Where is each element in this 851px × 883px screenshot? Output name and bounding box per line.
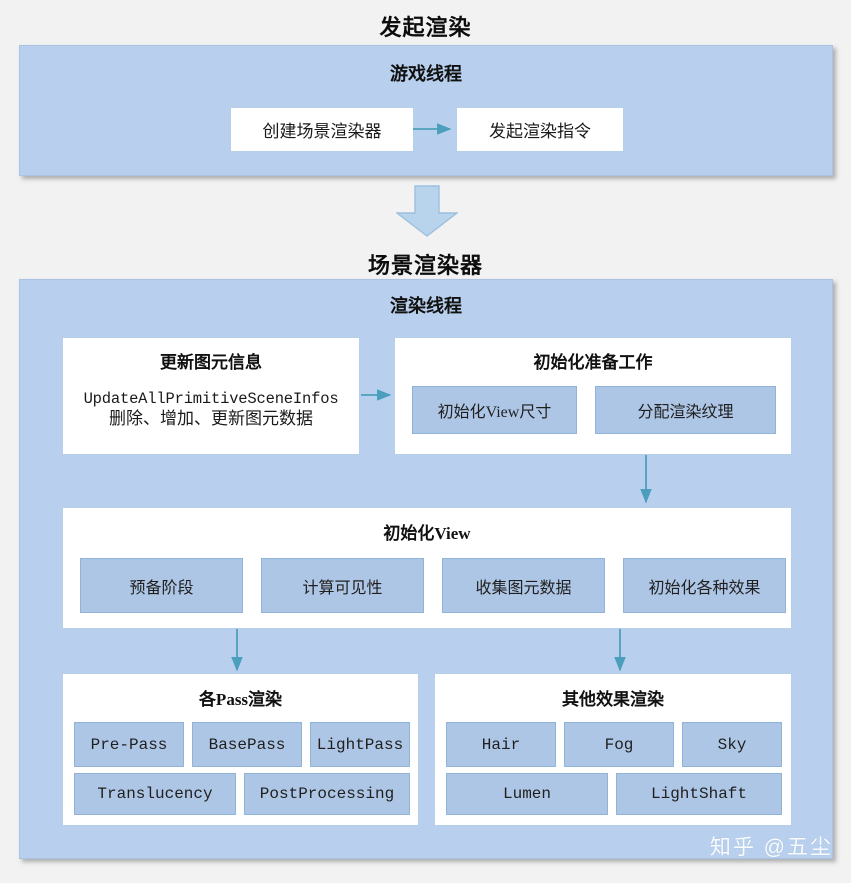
node-compute-visibility[interactable]: 计算可见性 — [261, 558, 424, 613]
node-allocate-render-texture[interactable]: 分配渲染纹理 — [595, 386, 776, 434]
group-pass-render-title: 各Pass渲染 — [198, 690, 283, 709]
heading-initiate-render: 发起渲染 — [379, 15, 472, 40]
group-other-effects-render: 其他效果渲染 Hair Fog Sky Lumen LightShaft — [434, 673, 792, 826]
node-init-various-effects[interactable]: 初始化各种效果 — [623, 558, 786, 613]
node-sky[interactable]: Sky — [682, 722, 782, 767]
panel-render-thread-title: 渲染线程 — [390, 296, 462, 316]
node-base-pass[interactable]: BasePass — [192, 722, 302, 767]
node-init-view-size[interactable]: 初始化View尺寸 — [412, 386, 577, 434]
panel-render-thread: 渲染线程 更新图元信息 UpdateAllPrimitiveSceneInfos… — [19, 279, 833, 859]
panel-game-thread-title: 游戏线程 — [390, 64, 462, 84]
update-primitive-description: 删除、增加、更新图元数据 — [109, 408, 313, 428]
node-preparation-stage[interactable]: 预备阶段 — [80, 558, 243, 613]
node-light-pass[interactable]: LightPass — [310, 722, 410, 767]
node-translucency[interactable]: Translucency — [74, 773, 236, 815]
watermark-zhihu: 知乎 @五尘 — [709, 836, 833, 859]
update-primitive-body: UpdateAllPrimitiveSceneInfos 删除、增加、更新图元数… — [63, 390, 359, 430]
group-update-primitive-info-title: 更新图元信息 — [160, 353, 262, 372]
panel-game-thread: 游戏线程 创建场景渲染器 发起渲染指令 — [19, 45, 833, 176]
group-init-view-title: 初始化View — [383, 524, 471, 543]
group-pass-render: 各Pass渲染 Pre-Pass BasePass LightPass Tran… — [62, 673, 419, 826]
group-other-effects-render-title: 其他效果渲染 — [562, 690, 664, 709]
group-init-view: 初始化View 预备阶段 计算可见性 收集图元数据 初始化各种效果 — [62, 507, 792, 629]
node-post-processing[interactable]: PostProcessing — [244, 773, 410, 815]
group-init-preparation: 初始化准备工作 初始化View尺寸 分配渲染纹理 — [394, 337, 792, 455]
node-create-scene-renderer[interactable]: 创建场景渲染器 — [230, 107, 414, 152]
node-light-shaft[interactable]: LightShaft — [616, 773, 782, 815]
node-issue-render-command[interactable]: 发起渲染指令 — [456, 107, 624, 152]
node-pre-pass[interactable]: Pre-Pass — [74, 722, 184, 767]
node-lumen[interactable]: Lumen — [446, 773, 608, 815]
node-fog[interactable]: Fog — [564, 722, 674, 767]
update-primitive-function-name: UpdateAllPrimitiveSceneInfos — [83, 390, 339, 408]
node-hair[interactable]: Hair — [446, 722, 556, 767]
group-init-preparation-title: 初始化准备工作 — [533, 353, 653, 372]
node-collect-primitive-data[interactable]: 收集图元数据 — [442, 558, 605, 613]
block-arrow-down-icon — [394, 185, 460, 237]
group-update-primitive-info: 更新图元信息 UpdateAllPrimitiveSceneInfos 删除、增… — [62, 337, 360, 455]
heading-scene-renderer: 场景渲染器 — [367, 253, 483, 278]
